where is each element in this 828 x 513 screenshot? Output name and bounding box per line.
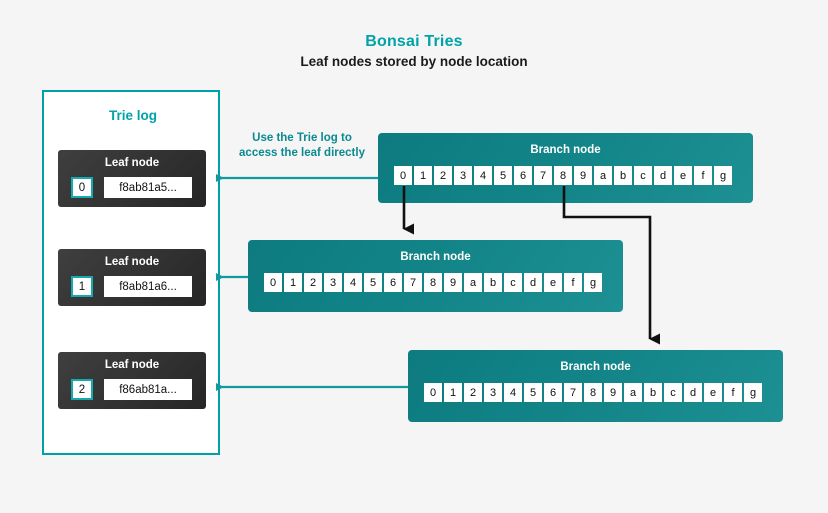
leaf-node-hash: f8ab81a5... <box>104 177 192 198</box>
branch-node-cell[interactable]: a <box>624 383 642 402</box>
branch-node-cell[interactable]: 5 <box>524 383 542 402</box>
branch-node-cell[interactable]: 9 <box>604 383 622 402</box>
branch-node-cell[interactable]: b <box>614 166 632 185</box>
branch-node-cell[interactable]: 7 <box>404 273 422 292</box>
branch-node-cell[interactable]: g <box>744 383 762 402</box>
branch-node-cell[interactable]: f <box>724 383 742 402</box>
branch-node-cell[interactable]: 7 <box>564 383 582 402</box>
branch-node-cell[interactable]: c <box>504 273 522 292</box>
annotation-line-2: access the leaf directly <box>239 147 365 159</box>
branch-node-label: Branch node <box>530 144 601 156</box>
branch-node-cell[interactable]: 3 <box>454 166 472 185</box>
leaf-node-label: Leaf node <box>104 157 160 169</box>
leaf-node-label: Leaf node <box>104 256 160 268</box>
branch-node-cell[interactable]: a <box>594 166 612 185</box>
branch-node-label: Branch node <box>400 251 471 263</box>
branch-node-cell[interactable]: 2 <box>464 383 482 402</box>
branch-node-cell[interactable]: 2 <box>304 273 322 292</box>
branch-node-label: Branch node <box>560 361 631 373</box>
trie-log-annotation: Use the Trie log to access the leaf dire… <box>222 131 382 161</box>
branch-node-cell[interactable]: 4 <box>504 383 522 402</box>
leaf-node-1[interactable]: Leaf node 1 f8ab81a6... <box>58 249 206 306</box>
leaf-node-index: 2 <box>71 379 93 400</box>
page-title: Bonsai Tries <box>365 33 463 50</box>
branch-node-cell[interactable]: a <box>464 273 482 292</box>
branch-node-cell[interactable]: 6 <box>514 166 532 185</box>
branch-node-cell[interactable]: 4 <box>474 166 492 185</box>
branch-node-cell[interactable]: g <box>714 166 732 185</box>
leaf-node-index: 0 <box>71 177 93 198</box>
branch-node-cell[interactable]: g <box>584 273 602 292</box>
trie-log-title: Trie log <box>108 108 157 123</box>
branch-node-cell[interactable]: 0 <box>394 166 412 185</box>
branch-node-cell[interactable]: f <box>564 273 582 292</box>
branch-node-cell[interactable]: b <box>484 273 502 292</box>
leaf-node-index: 1 <box>71 276 93 297</box>
branch-node-cell[interactable]: 2 <box>434 166 452 185</box>
branch-node-cell[interactable]: e <box>704 383 722 402</box>
branch-node-cell[interactable]: 9 <box>574 166 592 185</box>
leaf-node-2[interactable]: Leaf node 2 f86ab81a... <box>58 352 206 409</box>
branch-node-cell[interactable]: d <box>524 273 542 292</box>
branch-node-cell[interactable]: 3 <box>484 383 502 402</box>
leaf-node-label: Leaf node <box>104 359 160 371</box>
branch-node-cell[interactable]: c <box>634 166 652 185</box>
branch-node-cell[interactable]: b <box>644 383 662 402</box>
branch-node-cell[interactable]: 5 <box>364 273 382 292</box>
branch-node-cell[interactable]: d <box>684 383 702 402</box>
branch-node-cell[interactable]: 0 <box>424 383 442 402</box>
leaf-node-hash: f8ab81a6... <box>104 276 192 297</box>
branch-node-cell[interactable]: 8 <box>554 166 572 185</box>
branch-node-cell[interactable]: 4 <box>344 273 362 292</box>
branch-node-cell[interactable]: 8 <box>424 273 442 292</box>
page-subtitle: Leaf nodes stored by node location <box>300 54 528 69</box>
branch-node-cell[interactable]: 5 <box>494 166 512 185</box>
branch-node-cell[interactable]: e <box>544 273 562 292</box>
branch-node-cell[interactable]: 1 <box>414 166 432 185</box>
branch-node-cell[interactable]: d <box>654 166 672 185</box>
leaf-node-hash: f86ab81a... <box>104 379 192 400</box>
branch-node-cell[interactable]: 1 <box>284 273 302 292</box>
branch-node-cell[interactable]: 6 <box>384 273 402 292</box>
branch-node-cell[interactable]: e <box>674 166 692 185</box>
leaf-node-0[interactable]: Leaf node 0 f8ab81a5... <box>58 150 206 207</box>
branch-node-cell[interactable]: 8 <box>584 383 602 402</box>
branch-node-cell[interactable]: 0 <box>264 273 282 292</box>
annotation-line-1: Use the Trie log to <box>252 132 352 144</box>
branch-node-cell[interactable]: c <box>664 383 682 402</box>
branch-node-cell[interactable]: f <box>694 166 712 185</box>
branch-node-cell[interactable]: 6 <box>544 383 562 402</box>
branch-node-cell[interactable]: 1 <box>444 383 462 402</box>
branch-node-cell[interactable]: 3 <box>324 273 342 292</box>
branch-node-cell[interactable]: 7 <box>534 166 552 185</box>
branch-node-cell[interactable]: 9 <box>444 273 462 292</box>
